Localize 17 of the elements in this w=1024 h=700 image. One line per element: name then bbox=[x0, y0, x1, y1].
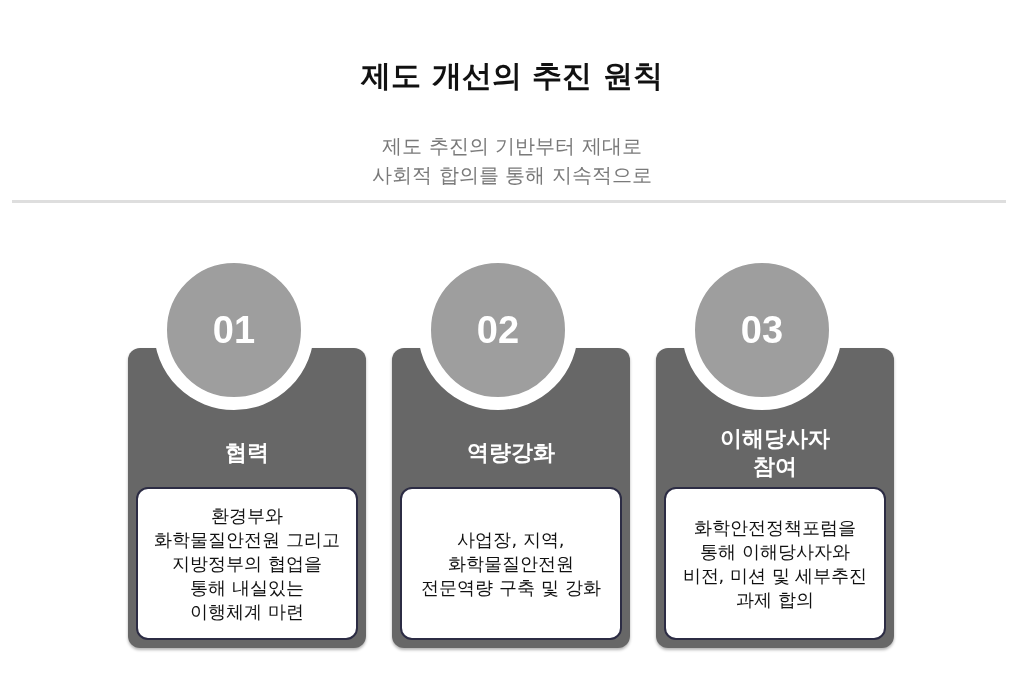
step-number: 03 bbox=[740, 308, 784, 352]
description-text: 화학안전정책포럼을 통해 이해당사자와 비전, 미션 및 세부추진 과제 합의 bbox=[681, 515, 869, 612]
card-heading: 역량강화 bbox=[467, 439, 555, 467]
principle-card bbox=[392, 348, 630, 648]
title: 제도 개선의 추진 원칙 bbox=[360, 57, 664, 95]
description-box bbox=[136, 487, 358, 640]
step-number: 02 bbox=[476, 308, 520, 352]
principle-card bbox=[128, 348, 366, 648]
description-text: 사업장, 지역, 화학물질안전원 전문역량 구축 및 강화 bbox=[421, 527, 601, 600]
description-box bbox=[664, 487, 886, 640]
principle-card bbox=[656, 348, 894, 648]
description-text: 환경부와 화학물질안전원 그리고 지방정부의 협업을 통해 내실있는 이행체계 마련 bbox=[153, 503, 341, 624]
card-heading: 이해당사자 참여 bbox=[719, 425, 831, 481]
subtitle: 제도 추진의 기반부터 제대로 사회적 합의를 통해 지속적으로 bbox=[371, 133, 653, 189]
step-number: 01 bbox=[212, 308, 256, 352]
card-heading: 협력 bbox=[225, 439, 269, 467]
description-box bbox=[400, 487, 622, 640]
